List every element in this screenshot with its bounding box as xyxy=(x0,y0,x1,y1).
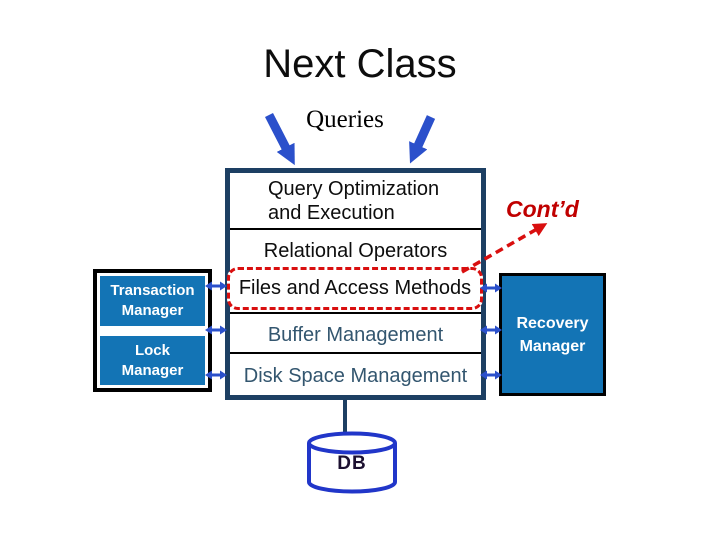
lock-manager-box: Lock Manager xyxy=(100,336,205,385)
link-arrow-icon xyxy=(480,283,502,293)
contd-label: Cont’d xyxy=(506,196,579,222)
layer-disk-space-management: Disk Space Management xyxy=(243,365,468,387)
left-managers-container: Transaction Manager Lock Manager xyxy=(93,269,212,392)
db-connector-line xyxy=(343,398,347,436)
db-label: DB xyxy=(337,453,367,474)
link-arrow-icon xyxy=(205,370,227,380)
queries-arrow-left-icon xyxy=(264,112,295,166)
link-arrow-icon xyxy=(480,370,502,380)
link-arrow-icon xyxy=(480,325,502,335)
contd-arrow-icon xyxy=(461,223,548,274)
layer-relational-operators: Relational Operators xyxy=(263,240,448,262)
queries-arrow-right-icon xyxy=(409,115,436,164)
layer-files-access-methods-highlighted: Files and Access Methods xyxy=(227,267,483,310)
link-arrow-icon xyxy=(205,281,227,291)
slide-title: Next Class xyxy=(263,42,457,86)
stack-divider xyxy=(230,352,481,354)
stack-divider xyxy=(230,228,481,230)
queries-label: Queries xyxy=(306,106,384,133)
layer-buffer-management: Buffer Management xyxy=(267,324,444,346)
stack-divider xyxy=(230,312,481,314)
recovery-manager-box: Recovery Manager xyxy=(499,273,606,396)
link-arrow-icon xyxy=(205,325,227,335)
db-cylinder-icon xyxy=(307,431,397,494)
transaction-manager-box: Transaction Manager xyxy=(100,276,205,326)
